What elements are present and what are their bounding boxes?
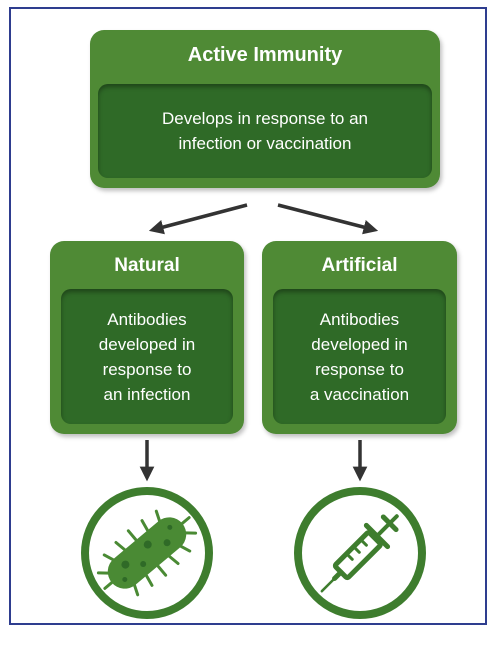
artificial-description: Antibodies developed in response to a va…	[273, 289, 446, 424]
active-immunity-box: Active Immunity Develops in response to …	[90, 30, 440, 188]
artificial-box: Artificial Antibodies developed in respo…	[262, 241, 457, 434]
artificial-title: Artificial	[321, 255, 398, 276]
natural-box: Natural Antibodies developed in response…	[50, 241, 244, 434]
natural-description: Antibodies developed in response to an i…	[61, 289, 233, 424]
arrow-to-natural	[148, 203, 248, 235]
arrow-to-artificial	[277, 203, 379, 235]
natural-title: Natural	[114, 255, 180, 276]
syringe-icon	[294, 487, 426, 619]
bacteria-icon	[81, 487, 213, 619]
active-immunity-description: Develops in response to an infection or …	[98, 84, 432, 178]
active-immunity-title: Active Immunity	[187, 44, 343, 66]
